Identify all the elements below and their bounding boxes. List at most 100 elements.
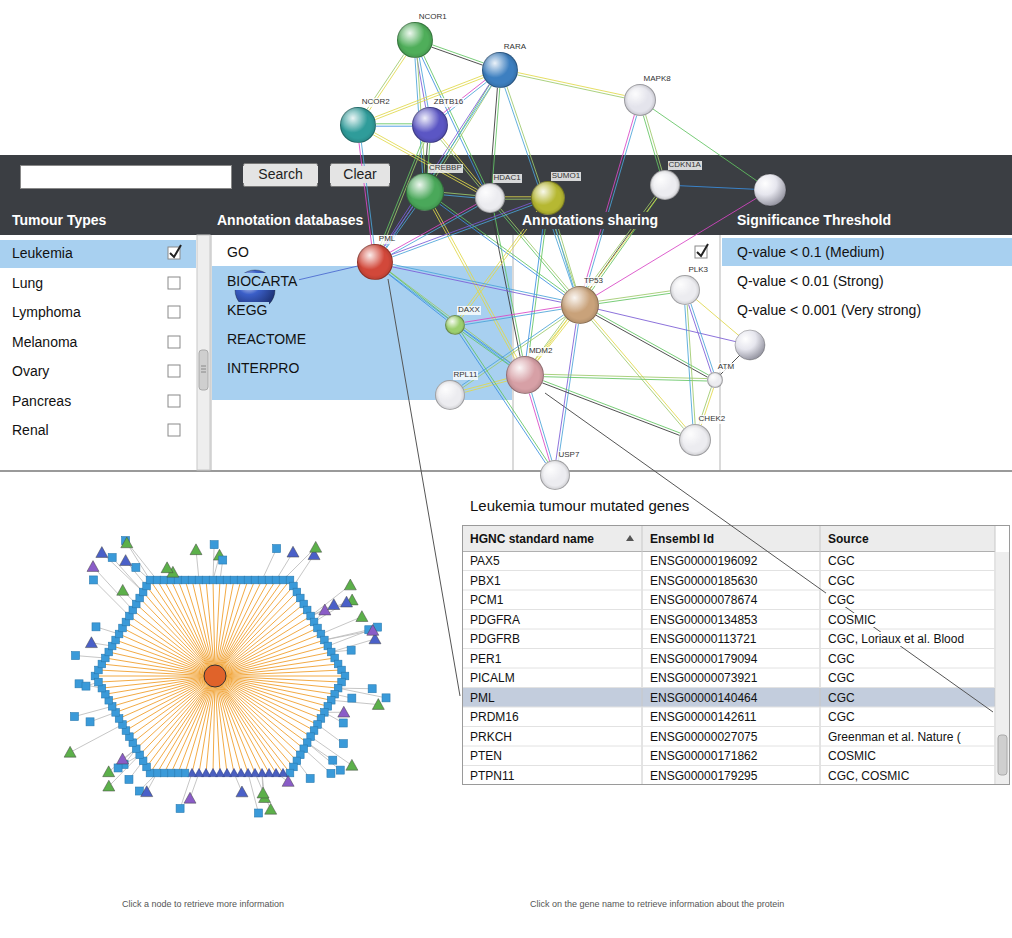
table-cell: CGC, Loriaux et al. Blood [826, 632, 966, 646]
interaction-strand [691, 304, 714, 372]
button-label: Search [243, 166, 318, 183]
protein-node: CREBBP [406, 173, 444, 211]
gene-name: MDM2 [528, 347, 554, 356]
interaction-line [444, 193, 475, 198]
gene-name: CDKN1A [668, 161, 702, 170]
interaction-strand [518, 73, 625, 96]
interaction-strand [596, 315, 707, 377]
table-cell: CGC [826, 574, 857, 588]
column-header: Annotation databases [215, 212, 365, 229]
gene-name: TP53 [583, 277, 604, 286]
interaction-strand [389, 274, 509, 365]
interaction-strand [442, 138, 481, 186]
interaction-strand [361, 143, 374, 244]
interaction-line [517, 73, 624, 98]
table-cell: CGC [826, 710, 857, 724]
column-header: Tumour Types [10, 212, 108, 229]
interaction-line [526, 215, 547, 357]
gene-name: SUMO1 [551, 172, 581, 181]
interaction-strand [544, 377, 707, 381]
interaction-strand [435, 208, 517, 358]
interaction-line [492, 212, 523, 356]
interaction-strand [505, 196, 531, 197]
protein-node: PLK3 [670, 275, 700, 305]
protein-node: HDAC1 [475, 183, 505, 213]
protein-node: CHEK2 [679, 424, 711, 456]
table-cell: ENSG00000171862 [648, 749, 759, 763]
interaction-strand [444, 195, 475, 198]
gene-name: ATM [717, 363, 735, 372]
table-header: Ensembl Id [648, 532, 716, 546]
protein-node: RPL11 [435, 380, 465, 410]
interaction-strand [388, 274, 446, 320]
tumour-type: Lymphoma [10, 304, 83, 321]
protein-node: USP7 [540, 460, 570, 490]
interaction-line [441, 138, 482, 187]
table-cell: ENSG00000142611 [648, 710, 759, 724]
interaction-line [505, 87, 575, 288]
table-cell: COSMIC [826, 613, 878, 627]
protein-node: TP53 [561, 286, 599, 324]
interaction-strand [544, 374, 707, 378]
interaction-strand [593, 319, 685, 427]
interaction-line [542, 381, 680, 436]
table-cell: PTPN11 [468, 769, 516, 783]
button-label: Clear [330, 166, 390, 183]
interaction-strand [494, 212, 522, 356]
interaction-line [544, 374, 707, 381]
table-cell: CGC [826, 652, 857, 666]
gene-name: DAXX [457, 306, 481, 315]
table-cell: ENSG00000078674 [648, 593, 759, 607]
column-header: Annotations sharing [520, 212, 660, 229]
gene-name: NCOR2 [361, 98, 391, 107]
tumour-type: Leukemia [10, 245, 75, 262]
threshold-option: Q-value < 0.01 (Strong) [735, 273, 886, 290]
interaction-strand [543, 381, 680, 434]
interaction-line [505, 197, 531, 199]
interaction-strand [432, 47, 483, 65]
table-cell: PCM1 [468, 593, 505, 607]
table-cell: CGC [826, 593, 857, 607]
interaction-strand [392, 205, 532, 257]
protein-node: SUMO1 [531, 181, 565, 215]
protein-node: ZBTB16 [412, 107, 448, 143]
table-cell: PRDM16 [468, 710, 521, 724]
interaction-strand [591, 320, 683, 428]
protein-node: MDM2 [506, 356, 544, 394]
table-cell: PDGFRA [468, 613, 522, 627]
gene-name: USP7 [558, 451, 581, 460]
table-cell: ENSG00000113721 [648, 632, 759, 646]
table-cell: PICALM [468, 671, 517, 685]
table-cell: CGC [826, 554, 857, 568]
tumour-type: Renal [10, 422, 51, 439]
table-cell: PAX5 [468, 554, 502, 568]
tumour-type: Lung [10, 275, 45, 292]
annotation-database: BIOCARTA [225, 273, 299, 290]
interaction-strand [558, 324, 578, 460]
table-cell: CGC [826, 671, 857, 685]
gene-name: CREBBP [428, 164, 463, 173]
table-cell: PML [468, 691, 497, 705]
interaction-line [591, 319, 685, 429]
interaction-strand [376, 126, 412, 127]
protein-node: RARA [482, 52, 518, 88]
table-cell: PDGFRB [468, 632, 522, 646]
gene-name: PML [378, 235, 396, 244]
interaction-strand [492, 213, 520, 357]
interaction-strand [542, 383, 679, 436]
interaction-strand [443, 80, 485, 113]
threshold-option: Q-value < 0.1 (Medium) [735, 244, 886, 261]
interaction-line [384, 84, 491, 247]
protein-node: DAXX [445, 315, 465, 335]
interaction-line [390, 204, 477, 254]
gene-name: HDAC1 [493, 174, 522, 183]
table-cell: ENSG00000196092 [648, 554, 759, 568]
table-cell: CGC, COSMIC [826, 769, 911, 783]
gene-name: PLK3 [688, 266, 710, 275]
table-title: Leukemia tumour mutated genes [468, 497, 691, 515]
interaction-strand [599, 291, 670, 301]
interaction-line [689, 304, 714, 373]
